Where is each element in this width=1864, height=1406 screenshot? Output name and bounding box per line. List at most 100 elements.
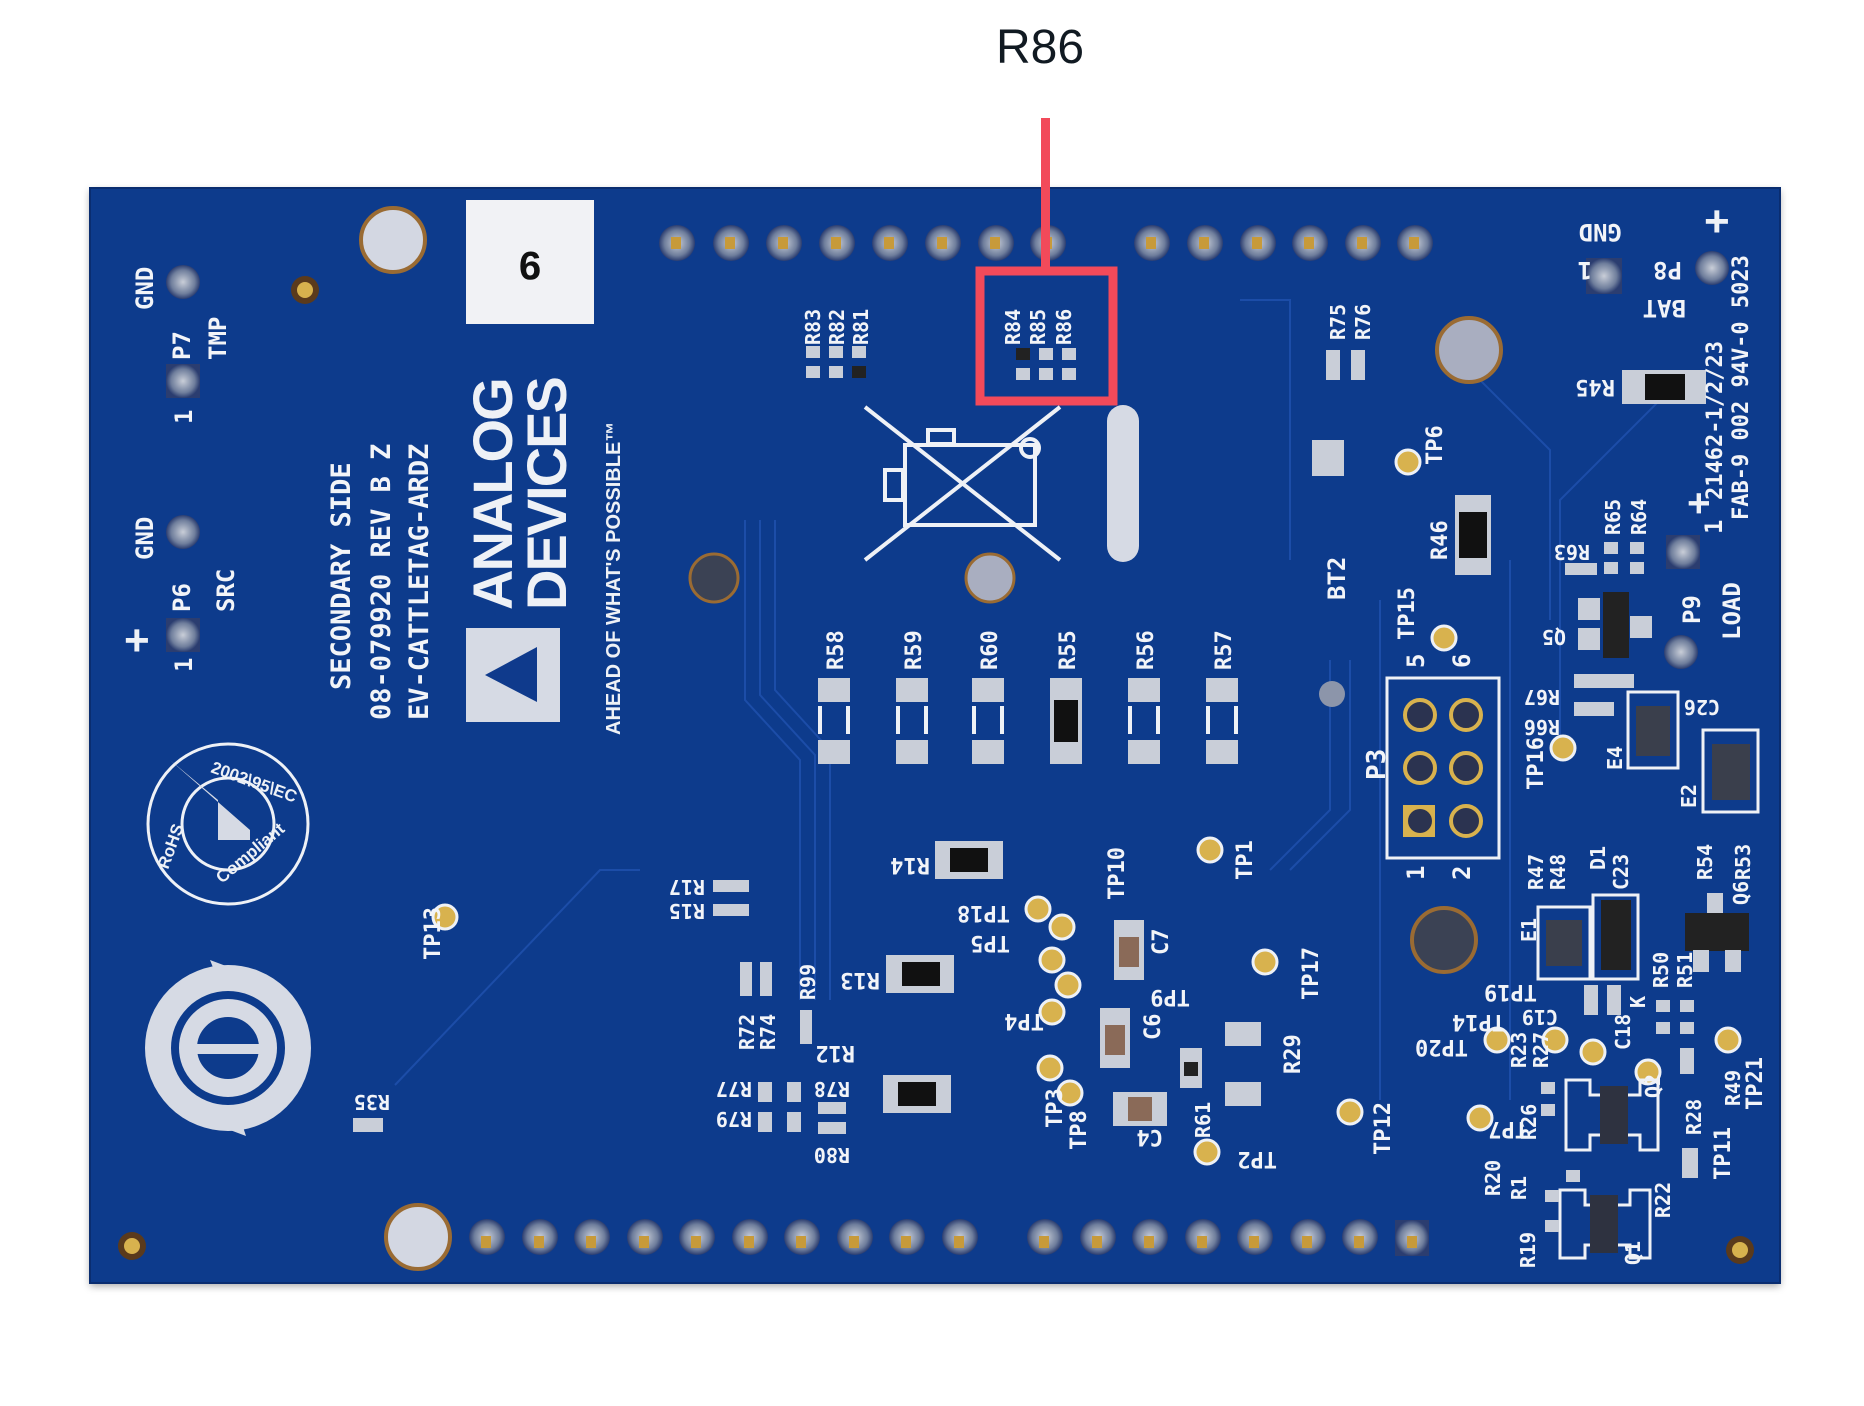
svg-text:R50: R50 [1649,952,1673,988]
svg-text:Q5: Q5 [1542,625,1566,649]
traces [394,299,1661,1100]
svg-text:R85: R85 [1026,309,1050,345]
svg-text:TMP: TMP [204,317,232,360]
callout-label: R86 [995,21,1085,74]
svg-text:R19: R19 [1516,1232,1540,1268]
svg-text:TP7: TP7 [1488,1116,1528,1141]
resistor-group-r83-r81: R83 R82 R81 [801,309,873,378]
svg-text:R17: R17 [669,875,705,899]
svg-text:C19: C19 [1522,1005,1558,1029]
svg-text:SRC: SRC [212,569,240,612]
svg-text:TP14: TP14 [1452,1009,1505,1034]
svg-text:TP9: TP9 [1150,984,1190,1009]
capacitors: C7 C6 C4 [1100,920,1174,1149]
svg-text:R26: R26 [1517,1104,1541,1140]
svg-text:1: 1 [170,410,198,424]
svg-text:K: K [1626,996,1650,1008]
svg-text:1: 1 [170,658,198,672]
resistor-group-r75-r76: R75 R76 [1326,304,1375,380]
svg-text:R57: R57 [1212,630,1237,670]
svg-text:R78: R78 [814,1077,850,1101]
svg-text:R13: R13 [840,967,880,992]
callout-indicator [975,118,1118,406]
svg-text:TP17: TP17 [1299,947,1324,1000]
resistor-r12: R12 [815,1040,951,1113]
connector-p9: + 1 P9 LOAD [1664,492,1746,669]
svg-text:R83: R83 [801,309,825,345]
svg-text:D1: D1 [1586,846,1610,870]
svg-text:R67: R67 [1524,685,1560,709]
resistor-r14: R14 [890,841,1003,879]
svg-text:TP4: TP4 [1004,1008,1044,1033]
svg-text:Q6: Q6 [1729,881,1753,905]
fab-text: 21462-1/2/23 FAB-9 002 94V-0 5023 [1703,255,1754,520]
svg-text:P8: P8 [1653,256,1682,284]
svg-text:C4: C4 [1137,1124,1164,1149]
svg-text:R48: R48 [1546,854,1570,890]
svg-text:SECONDARY SIDE: SECONDARY SIDE [326,462,357,690]
resistor-group-r84-r86: R84 R85 R86 [1001,309,1076,380]
resistor-small-left: R17 R15 R72 R74 R99 R77 R79 R78 R80 [669,875,850,1167]
svg-text:R79: R79 [716,1107,752,1131]
svg-text:R58: R58 [824,630,849,670]
svg-text:R23: R23 [1507,1032,1531,1068]
test-point-labels: TP1 TP2 TP3 TP4 TP5 TP6 TP7 TP8 TP9 TP10… [421,425,1768,1180]
svg-text:R29: R29 [1281,1034,1306,1074]
svg-text:R12: R12 [815,1040,855,1065]
resistor-r35: R35 [353,1090,390,1132]
svg-text:P3: P3 [1362,749,1392,780]
svg-text:P7: P7 [168,331,196,360]
connector-p3: P3 1 2 5 6 BT2 [1323,557,1501,880]
svg-text:R22: R22 [1651,1182,1675,1218]
svg-text:TP3: TP3 [1043,1088,1068,1128]
connector-p8: GND P8 BAT 1 + [1578,197,1730,322]
svg-text:E2: E2 [1677,784,1701,808]
svg-text:1: 1 [1402,866,1430,880]
board-id-text: SECONDARY SIDE 08-079920 REV B Z EV-CATT… [326,444,435,720]
svg-text:R49: R49 [1721,1070,1745,1106]
svg-text:R84: R84 [1001,309,1025,345]
svg-text:R82: R82 [825,309,849,345]
svg-text:DEVICES: DEVICES [515,378,578,610]
svg-text:R15: R15 [669,899,705,923]
bottom-header-right [1027,1219,1429,1256]
silk-oval-marker [1107,405,1139,562]
resistor-r13: R13 [840,955,954,993]
svg-text:5: 5 [1402,654,1430,668]
svg-text:TP15: TP15 [1395,587,1420,640]
svg-text:TP6: TP6 [1423,425,1448,465]
svg-text:FAB-9 002 94V-0 5023: FAB-9 002 94V-0 5023 [1729,255,1754,520]
svg-text:P6: P6 [168,583,196,612]
svg-text:R64: R64 [1627,499,1651,535]
svg-text:R53: R53 [1731,844,1755,880]
analog-devices-logo: ANALOG DEVICES AHEAD OF WHAT'S POSSIBLE™ [461,378,625,735]
marking-box-value: 9 [519,243,541,287]
svg-text:P9: P9 [1678,595,1706,624]
svg-text:R75: R75 [1326,304,1350,340]
svg-text:GND: GND [131,267,159,310]
svg-text:R27: R27 [1529,1032,1553,1068]
svg-text:1: 1 [1578,256,1592,284]
resistor-row-large: R58 R59 R60 R55 R56 R57 [818,630,1238,764]
svg-text:R20: R20 [1481,1160,1505,1196]
svg-text:TP13: TP13 [421,907,446,960]
svg-text:TP1: TP1 [1233,840,1258,880]
svg-text:GND: GND [131,517,159,560]
top-header-right [1134,225,1433,261]
svg-text:TP20: TP20 [1415,1034,1468,1059]
svg-text:R61: R61 [1191,1102,1215,1138]
svg-text:TP18: TP18 [957,900,1010,925]
svg-text:C26: C26 [1684,695,1720,719]
svg-text:TP10: TP10 [1105,847,1130,900]
svg-text:TP2: TP2 [1237,1146,1277,1171]
svg-text:TP5: TP5 [970,930,1010,955]
svg-text:TP19: TP19 [1484,979,1537,1004]
top-header-left [659,225,1066,261]
svg-text:R63: R63 [1554,540,1590,564]
svg-text:BAT: BAT [1643,294,1686,322]
marking-box [466,200,594,324]
svg-text:R14: R14 [890,852,930,877]
test-points-center [431,448,1742,1166]
